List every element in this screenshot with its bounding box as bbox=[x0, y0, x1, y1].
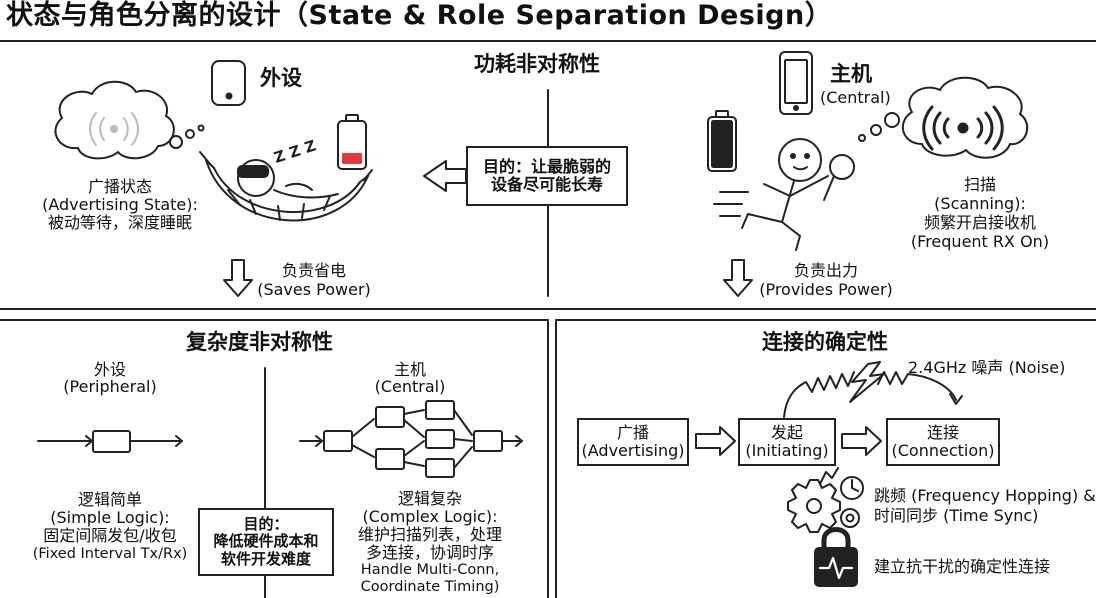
peripheral-label-cn: 外设 bbox=[93, 360, 126, 379]
peripheral-device-icon bbox=[211, 60, 246, 106]
complexity-goal-line3: 软件开发难度 bbox=[220, 549, 311, 568]
simple-logic-flow bbox=[37, 430, 183, 453]
flow-step-advertising-cn: 广播 bbox=[616, 422, 649, 442]
flow-step-initiating-cn: 发起 bbox=[770, 422, 803, 442]
power-goal-line2: 设备尽可能长寿 bbox=[490, 175, 603, 194]
flow-arrow-1 bbox=[695, 426, 736, 456]
advertising-state-cn: 广播状态 bbox=[87, 177, 152, 196]
complex-logic-desc3: Handle Multi-Conn, bbox=[360, 562, 500, 578]
scanning-state-desc-en: (Frequent RX On) bbox=[910, 232, 1050, 251]
saves-power-en: (Saves Power) bbox=[257, 280, 371, 299]
complex-logic-en: (Complex Logic): bbox=[362, 507, 498, 526]
running-figure-illustration bbox=[713, 138, 855, 251]
complex-logic-desc1: 维护扫描列表，处理 bbox=[357, 525, 502, 544]
power-section-heading: 功耗非对称性 bbox=[474, 52, 600, 76]
complexity-goal-line1: 目的： bbox=[243, 515, 289, 534]
flow-step-advertising-en: (Advertising) bbox=[581, 441, 685, 460]
advertising-state-desc: 被动等待，深度睡眠 bbox=[47, 213, 192, 232]
bottom-right-panel bbox=[555, 319, 1096, 598]
gears-clock-icon bbox=[787, 467, 864, 533]
bottom-left-panel bbox=[0, 319, 549, 598]
determinism-section-heading: 连接的确定性 bbox=[762, 330, 888, 354]
central-complex-label-en: (Central) bbox=[374, 377, 446, 396]
flow-step-connection-cn: 连接 bbox=[926, 422, 959, 442]
flow-step-initiating-en: (Initiating) bbox=[745, 441, 829, 460]
peripheral-label: 外设 bbox=[260, 66, 302, 90]
noise-label: 2.4GHz 噪声 (Noise) bbox=[908, 358, 1066, 377]
lightning-icon bbox=[849, 361, 885, 403]
simple-logic-desc-cn: 固定间隔发包/收包 bbox=[43, 526, 177, 545]
phone-icon bbox=[779, 51, 813, 115]
simple-logic-en: (Simple Logic): bbox=[50, 508, 170, 527]
power-goal-line1: 目的：让最脆弱的 bbox=[482, 156, 611, 176]
complexity-section-heading: 复杂度非对称性 bbox=[186, 330, 333, 354]
down-arrow-left bbox=[223, 259, 253, 297]
scanning-state-en: (Scanning): bbox=[934, 194, 1026, 213]
hammock-sleeper-illustration bbox=[199, 151, 373, 222]
flow-step-connection: 连接 (Connection) bbox=[886, 418, 1000, 466]
battery-full-icon bbox=[707, 110, 737, 172]
flow-step-initiating: 发起 (Initiating) bbox=[738, 418, 836, 466]
thought-cloud-right bbox=[901, 76, 1029, 159]
noise-wave bbox=[783, 371, 957, 418]
feature-frequency-hopping: 跳频 (Frequency Hopping) & bbox=[874, 486, 1096, 505]
central-complex-label-cn: 主机 bbox=[393, 360, 426, 379]
complexity-goal-line2: 降低硬件成本和 bbox=[213, 532, 319, 551]
simple-logic-desc-en: (Fixed Interval Tx/Rx) bbox=[32, 546, 188, 562]
central-label-cn: 主机 bbox=[830, 62, 872, 86]
battery-low-icon bbox=[337, 114, 367, 170]
goal-arrow-left bbox=[423, 160, 467, 192]
complex-logic-desc2: 多连接，协调时序 bbox=[365, 543, 494, 562]
complexity-goal-box: 目的： 降低硬件成本和 软件开发难度 bbox=[198, 508, 334, 576]
advertising-state-en: (Advertising State): bbox=[42, 195, 198, 214]
central-label-en: (Central) bbox=[820, 88, 891, 107]
feature-deterministic-connection: 建立抗干扰的确定性连接 bbox=[874, 557, 1051, 576]
thought-cloud-left bbox=[54, 80, 175, 160]
scanning-state-cn: 扫描 bbox=[963, 175, 996, 194]
page-title: 状态与角色分离的设计（State & Role Separation Desig… bbox=[6, 0, 833, 31]
saves-power-cn: 负责省电 bbox=[281, 261, 346, 280]
scanning-state-desc-cn: 频繁开启接收机 bbox=[923, 213, 1036, 232]
power-goal-box: 目的：让最脆弱的 设备尽可能长寿 bbox=[466, 146, 628, 206]
simple-logic-cn: 逻辑简单 bbox=[77, 490, 142, 509]
lock-icon bbox=[814, 527, 858, 587]
sleep-zzz: Z Z Z bbox=[272, 136, 319, 166]
flow-arrow-2 bbox=[841, 426, 882, 456]
provides-power-en: (Provides Power) bbox=[759, 280, 893, 299]
complex-logic-desc4: Coordinate Timing) bbox=[360, 579, 500, 595]
feature-time-sync: 时间同步 (Time Sync) bbox=[874, 506, 1039, 525]
flow-step-advertising: 广播 (Advertising) bbox=[577, 418, 689, 466]
faded-signal-icon bbox=[89, 112, 139, 146]
provides-power-cn: 负责出力 bbox=[793, 261, 858, 280]
complex-logic-cn: 逻辑复杂 bbox=[397, 489, 462, 508]
complex-logic-network bbox=[299, 400, 523, 478]
strong-signal-icon bbox=[922, 105, 1004, 151]
down-arrow-right bbox=[723, 259, 753, 297]
peripheral-label-en: (Peripheral) bbox=[63, 377, 157, 396]
flow-step-connection-en: (Connection) bbox=[891, 441, 995, 460]
